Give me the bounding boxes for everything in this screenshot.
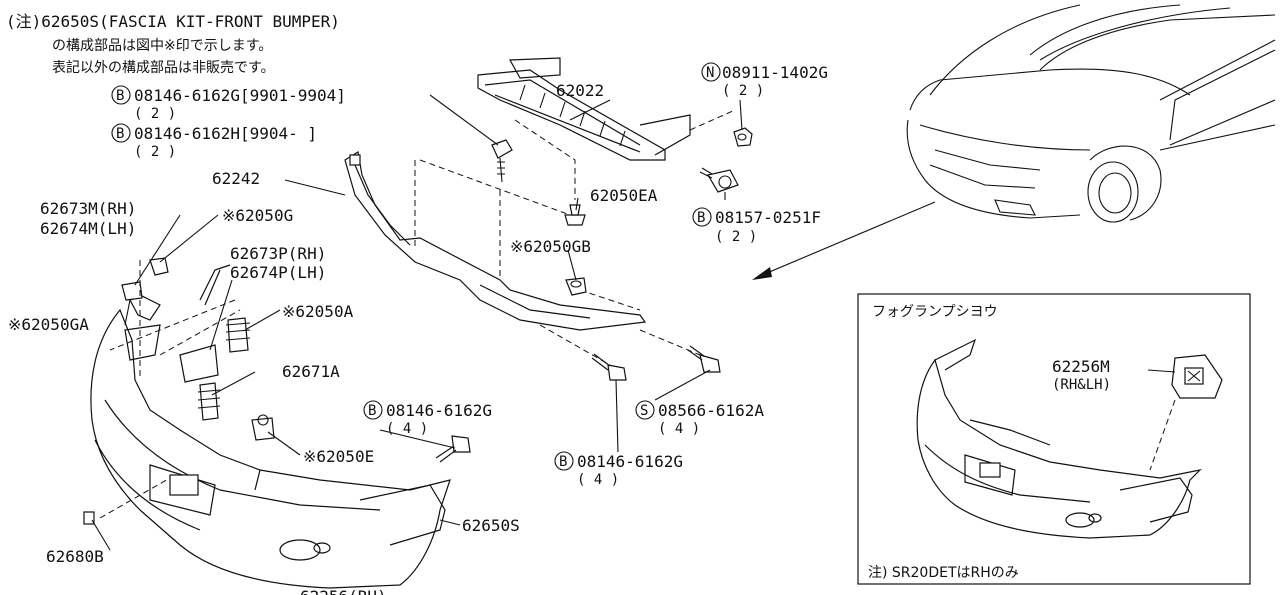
clip-62050ea (564, 204, 586, 226)
label-62050gb: ※62050GB (510, 237, 591, 256)
marker-b-3 (692, 207, 712, 227)
label-62242: 62242 (212, 169, 260, 188)
bolt-08146-left (435, 435, 471, 463)
label-08146g-a-qty: ( 4 ) (386, 421, 428, 437)
label-62022: 62022 (556, 81, 604, 100)
pointer-arrowhead (752, 267, 772, 280)
label-62680b: 62680B (46, 547, 104, 566)
marker-b-2 (111, 123, 131, 143)
inset-fog-lamp: フォグランプシヨウ 62256M (RH&LH) 注) SR20DETはRHのみ (857, 293, 1251, 585)
fascia-62650s (90, 308, 451, 589)
inset-part-side: (RH&LH) (1052, 377, 1111, 393)
bolt-08157 (699, 167, 739, 193)
label-08566: 08566-6162A (658, 401, 764, 420)
marker-b-1-letter: B (116, 88, 124, 104)
label-08146g-range: 08146-6162G[9901-9904] (134, 86, 346, 105)
reinforcement-62022 (477, 57, 691, 161)
label-08146h-range-qty: ( 2 ) (134, 144, 176, 160)
label-62673p: 62673P(RH) (230, 244, 326, 263)
marker-n-letter: N (706, 65, 714, 81)
inset-title: フォグランプシヨウ (872, 304, 998, 320)
clip-62050a (225, 317, 251, 353)
bolt-08146-top (491, 139, 513, 183)
label-62050e: ※62050E (303, 447, 374, 466)
marker-b-5-letter: B (559, 454, 567, 470)
label-08157: 08157-0251F (715, 208, 821, 227)
inset-part-62256m: 62256M (1052, 357, 1110, 376)
label-08146g-b-qty: ( 4 ) (577, 472, 619, 488)
label-62674p: 62674P(LH) (230, 263, 326, 282)
note-line-3: 表記以外の構成部品は非販売です。 (52, 59, 275, 76)
nut-08911 (733, 127, 753, 147)
label-62050a: ※62050A (282, 302, 354, 321)
label-62256-bottom: 62256(RH) (300, 587, 387, 595)
label-08911-qty: ( 2 ) (722, 83, 764, 99)
screw-08566 (687, 345, 721, 373)
bracket-62242 (344, 151, 647, 331)
vehicle-sketch (906, 4, 1276, 223)
label-62671a: 62671A (282, 362, 340, 381)
label-62050g: ※62050G (222, 206, 293, 225)
label-08157-qty: ( 2 ) (715, 229, 757, 245)
label-62673m: 62673M(RH) (40, 199, 136, 218)
marker-b-4-letter: B (368, 403, 376, 419)
bolt-08146-center (591, 353, 627, 381)
label-08146h-range: 08146-6162H[9904- ] (134, 124, 317, 143)
marker-b-4 (363, 400, 383, 420)
label-08146g-a: 08146-6162G (386, 401, 492, 420)
label-08566-qty: ( 4 ) (658, 421, 700, 437)
stay-62673m (121, 257, 169, 321)
clip-62050gb (565, 277, 587, 296)
stay-62673p (179, 264, 231, 383)
label-62050ga: ※62050GA (8, 315, 89, 334)
label-08911: 08911-1402G (722, 63, 828, 82)
marker-n (701, 62, 721, 82)
inset-note: 注) SR20DETはRHのみ (868, 565, 1019, 581)
note-line-2: の構成部品は図中※印で示します。 (52, 38, 272, 54)
note-line-1: (注)62650S(FASCIA KIT-FRONT BUMPER) (6, 12, 340, 31)
inset-frame (857, 293, 1251, 585)
marker-s (635, 400, 655, 420)
label-62674m: 62674M(LH) (40, 219, 136, 238)
label-62650s: 62650S (462, 516, 520, 535)
label-08146g-b: 08146-6162G (577, 452, 683, 471)
marker-b-3-letter: B (697, 210, 705, 226)
marker-s-letter: S (640, 403, 648, 419)
marker-b-5 (554, 451, 574, 471)
label-08146g-range-qty: ( 2 ) (134, 106, 176, 122)
pointer-arrow (759, 201, 936, 277)
clip-62680b (83, 511, 95, 525)
marker-b-1 (111, 85, 131, 105)
marker-b-2-letter: B (116, 126, 124, 142)
label-62050ea: 62050EA (590, 186, 658, 205)
clip-62050e (251, 414, 275, 441)
clip-62671a (197, 382, 221, 421)
